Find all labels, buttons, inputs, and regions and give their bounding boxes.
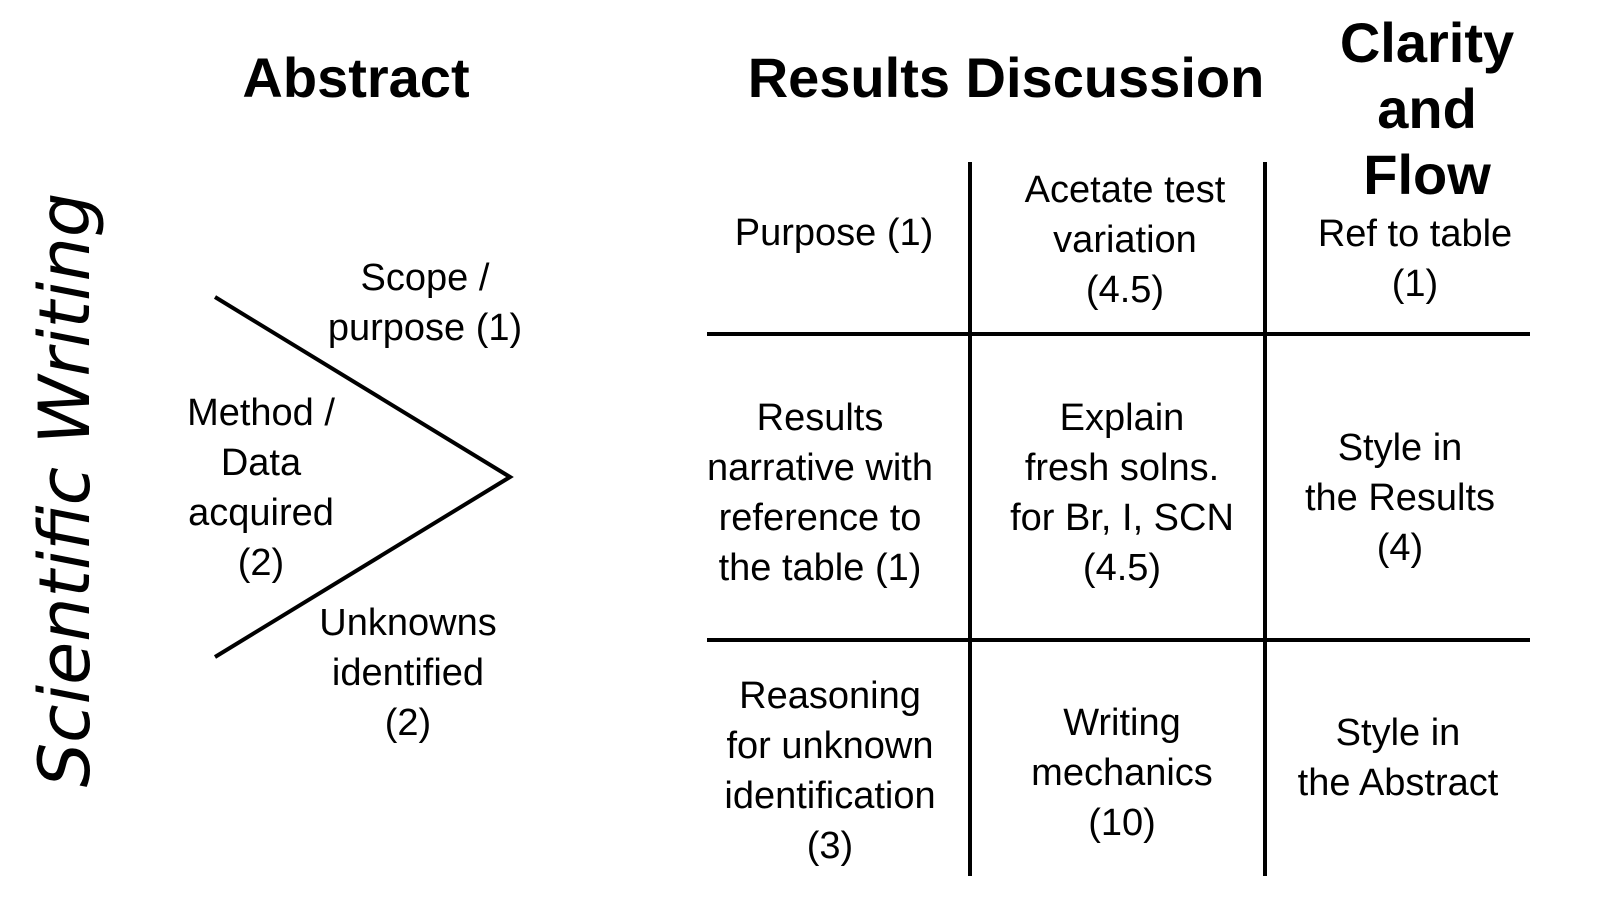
abstract-scope: Scope / purpose (1) xyxy=(327,257,523,349)
cell-purpose: Purpose (1) xyxy=(734,212,934,254)
cell-style-results: Style in the Results (4) xyxy=(1304,427,1496,569)
cell-explain-fresh: Explain fresh solns. for Br, I, SCN (4.5… xyxy=(1010,397,1234,589)
cell-ref-table: Ref to table (1) xyxy=(1317,213,1513,305)
cell-acetate: Acetate test variation (4.5) xyxy=(1024,169,1226,311)
header-results-discussion: Results Discussion xyxy=(747,46,1265,109)
chevron xyxy=(213,295,514,659)
cell-reasoning: Reasoning for unknown identification (3) xyxy=(724,675,936,867)
cell-style-abstract: Style in the Abstract xyxy=(1297,712,1499,804)
header-abstract: Abstract xyxy=(242,46,470,109)
abstract-method: Method / Data acquired (2) xyxy=(187,392,335,584)
cell-writing-mechanics: Writing mechanics (10) xyxy=(1031,702,1213,844)
abstract-unknowns: Unknowns identified (2) xyxy=(319,602,497,744)
cell-results-narrative: Results narrative with reference to the … xyxy=(707,397,933,589)
header-clarity-flow: Clarity and Flow xyxy=(1339,11,1515,206)
